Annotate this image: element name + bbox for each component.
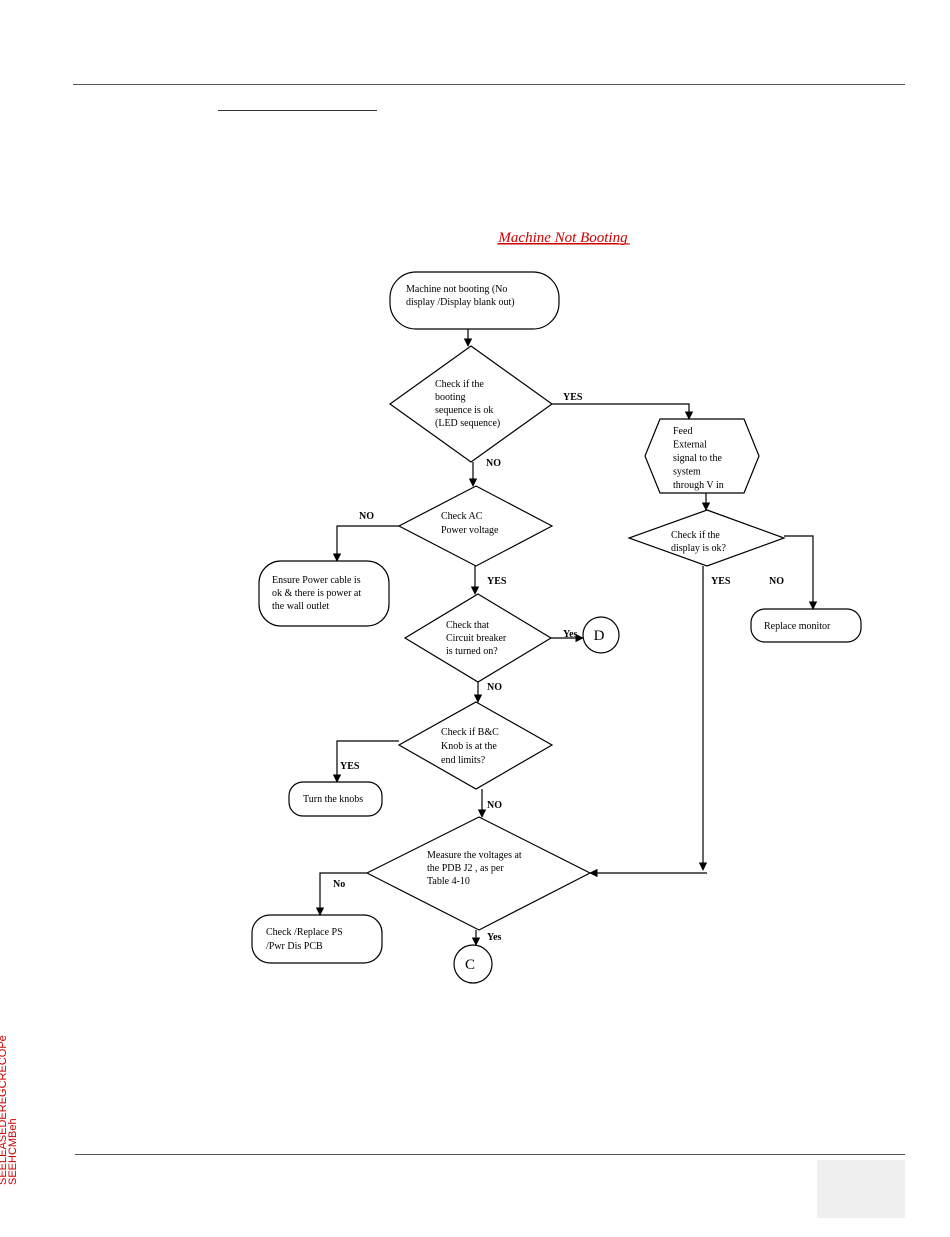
label-boot-no: NO	[486, 458, 501, 469]
replace-monitor-node	[750, 608, 862, 643]
edge-display-no	[784, 535, 818, 610]
edge-boot-yes	[552, 403, 694, 420]
turn-knobs-text: Turn the knobs	[303, 794, 363, 805]
node-text-line: Check AC	[441, 511, 483, 522]
measure-voltages-text: Measure the voltages at the PDB J2 , as p…	[427, 850, 522, 887]
node-text-line: Ensure Power cable is	[272, 575, 361, 586]
ensure-power-node	[258, 560, 390, 627]
label-ac-yes: YES	[487, 576, 507, 587]
footer-rule	[75, 1154, 905, 1155]
node-text-line: sequence is ok	[435, 405, 493, 416]
node-text-line: display is ok?	[671, 543, 727, 554]
node-text-line: is turned on?	[446, 646, 498, 657]
start-node-text: Machine not booting (No display /Display …	[406, 284, 515, 308]
node-text-line: Check if B&C	[441, 727, 499, 738]
replace-monitor-text: Replace monitor	[764, 621, 831, 632]
page-number-box	[817, 1160, 905, 1218]
decision-knob-limits	[397, 701, 554, 790]
label-breaker-no: NO	[487, 682, 502, 693]
node-text-line: Check if the	[435, 379, 484, 390]
decision-ac-power	[397, 485, 554, 567]
label-knob-no: NO	[487, 800, 502, 811]
label-display-yes: YES	[711, 576, 731, 587]
node-text-line: Machine not booting (No	[406, 284, 507, 295]
node-text-line: Knob is at the	[441, 741, 497, 752]
connector-c-label: C	[465, 957, 475, 973]
feed-external-signal-node	[644, 418, 760, 494]
node-text-line: Replace monitor	[764, 621, 831, 632]
label-knob-yes: YES	[340, 761, 360, 772]
label-measure-no: No	[333, 879, 345, 890]
node-text-line: Measure the voltages at	[427, 850, 522, 861]
edge-ac-no	[332, 525, 399, 562]
node-text-line: end limits?	[441, 755, 486, 766]
decision-boot-sequence	[388, 345, 554, 463]
ensure-power-text: Ensure Power cable is ok & there is power…	[272, 575, 361, 612]
node-text-line: signal to the	[673, 453, 722, 464]
node-text-line: /Pwr Dis PCB	[266, 941, 323, 952]
ac-power-text: Check AC Power voltage	[441, 511, 499, 536]
replace-ps-node	[251, 914, 383, 964]
decision-measure-voltages	[365, 816, 592, 931]
node-text-line: booting	[435, 392, 466, 403]
node-text-line: Check /Replace PS	[266, 927, 343, 938]
start-node	[389, 271, 560, 330]
label-ac-no: NO	[359, 511, 374, 522]
section-underline	[218, 110, 377, 111]
node-text-line: Turn the knobs	[303, 794, 363, 805]
edge-knob-yes	[332, 740, 399, 783]
node-text-line: Feed	[673, 426, 692, 437]
diagram-title: Machine Not Booting	[497, 230, 628, 246]
node-text-line: the PDB J2 , as per	[427, 863, 504, 874]
display-ok-text: Check if the display is ok?	[671, 530, 727, 554]
decision-display-ok	[627, 509, 786, 567]
node-text-line: system	[673, 467, 701, 478]
boot-sequence-text: Check if the booting sequence is ok (LED se…	[435, 379, 500, 429]
node-text-line: Check if the	[671, 530, 720, 541]
replace-ps-text: Check /Replace PS/Pwr Dis PCB	[266, 927, 343, 952]
label-measure-yes: Yes	[487, 932, 502, 943]
node-text-line: Check that	[446, 620, 489, 631]
knob-limits-text: Check if B&C Knob is at the end limits?	[441, 727, 499, 766]
edge-measure-no	[315, 872, 367, 916]
label-display-no: NO	[769, 576, 784, 587]
node-text-line: display /Display blank out)	[406, 297, 515, 308]
node-text-line: through V in	[673, 480, 724, 491]
node-text-line: (LED sequence)	[435, 418, 500, 429]
node-text-line: Power voltage	[441, 525, 499, 536]
node-text-line: the wall outlet	[272, 601, 329, 612]
node-text-line: Circuit breaker	[446, 633, 507, 644]
node-text-line: ok & there is power at	[272, 588, 361, 599]
header-rule	[73, 84, 905, 85]
node-text-line: External	[673, 440, 707, 451]
label-boot-yes: YES	[563, 392, 583, 403]
connector-d-label: D	[594, 628, 605, 644]
label-breaker-yes: Yes	[563, 629, 578, 640]
node-text-line: Table 4-10	[427, 876, 470, 887]
